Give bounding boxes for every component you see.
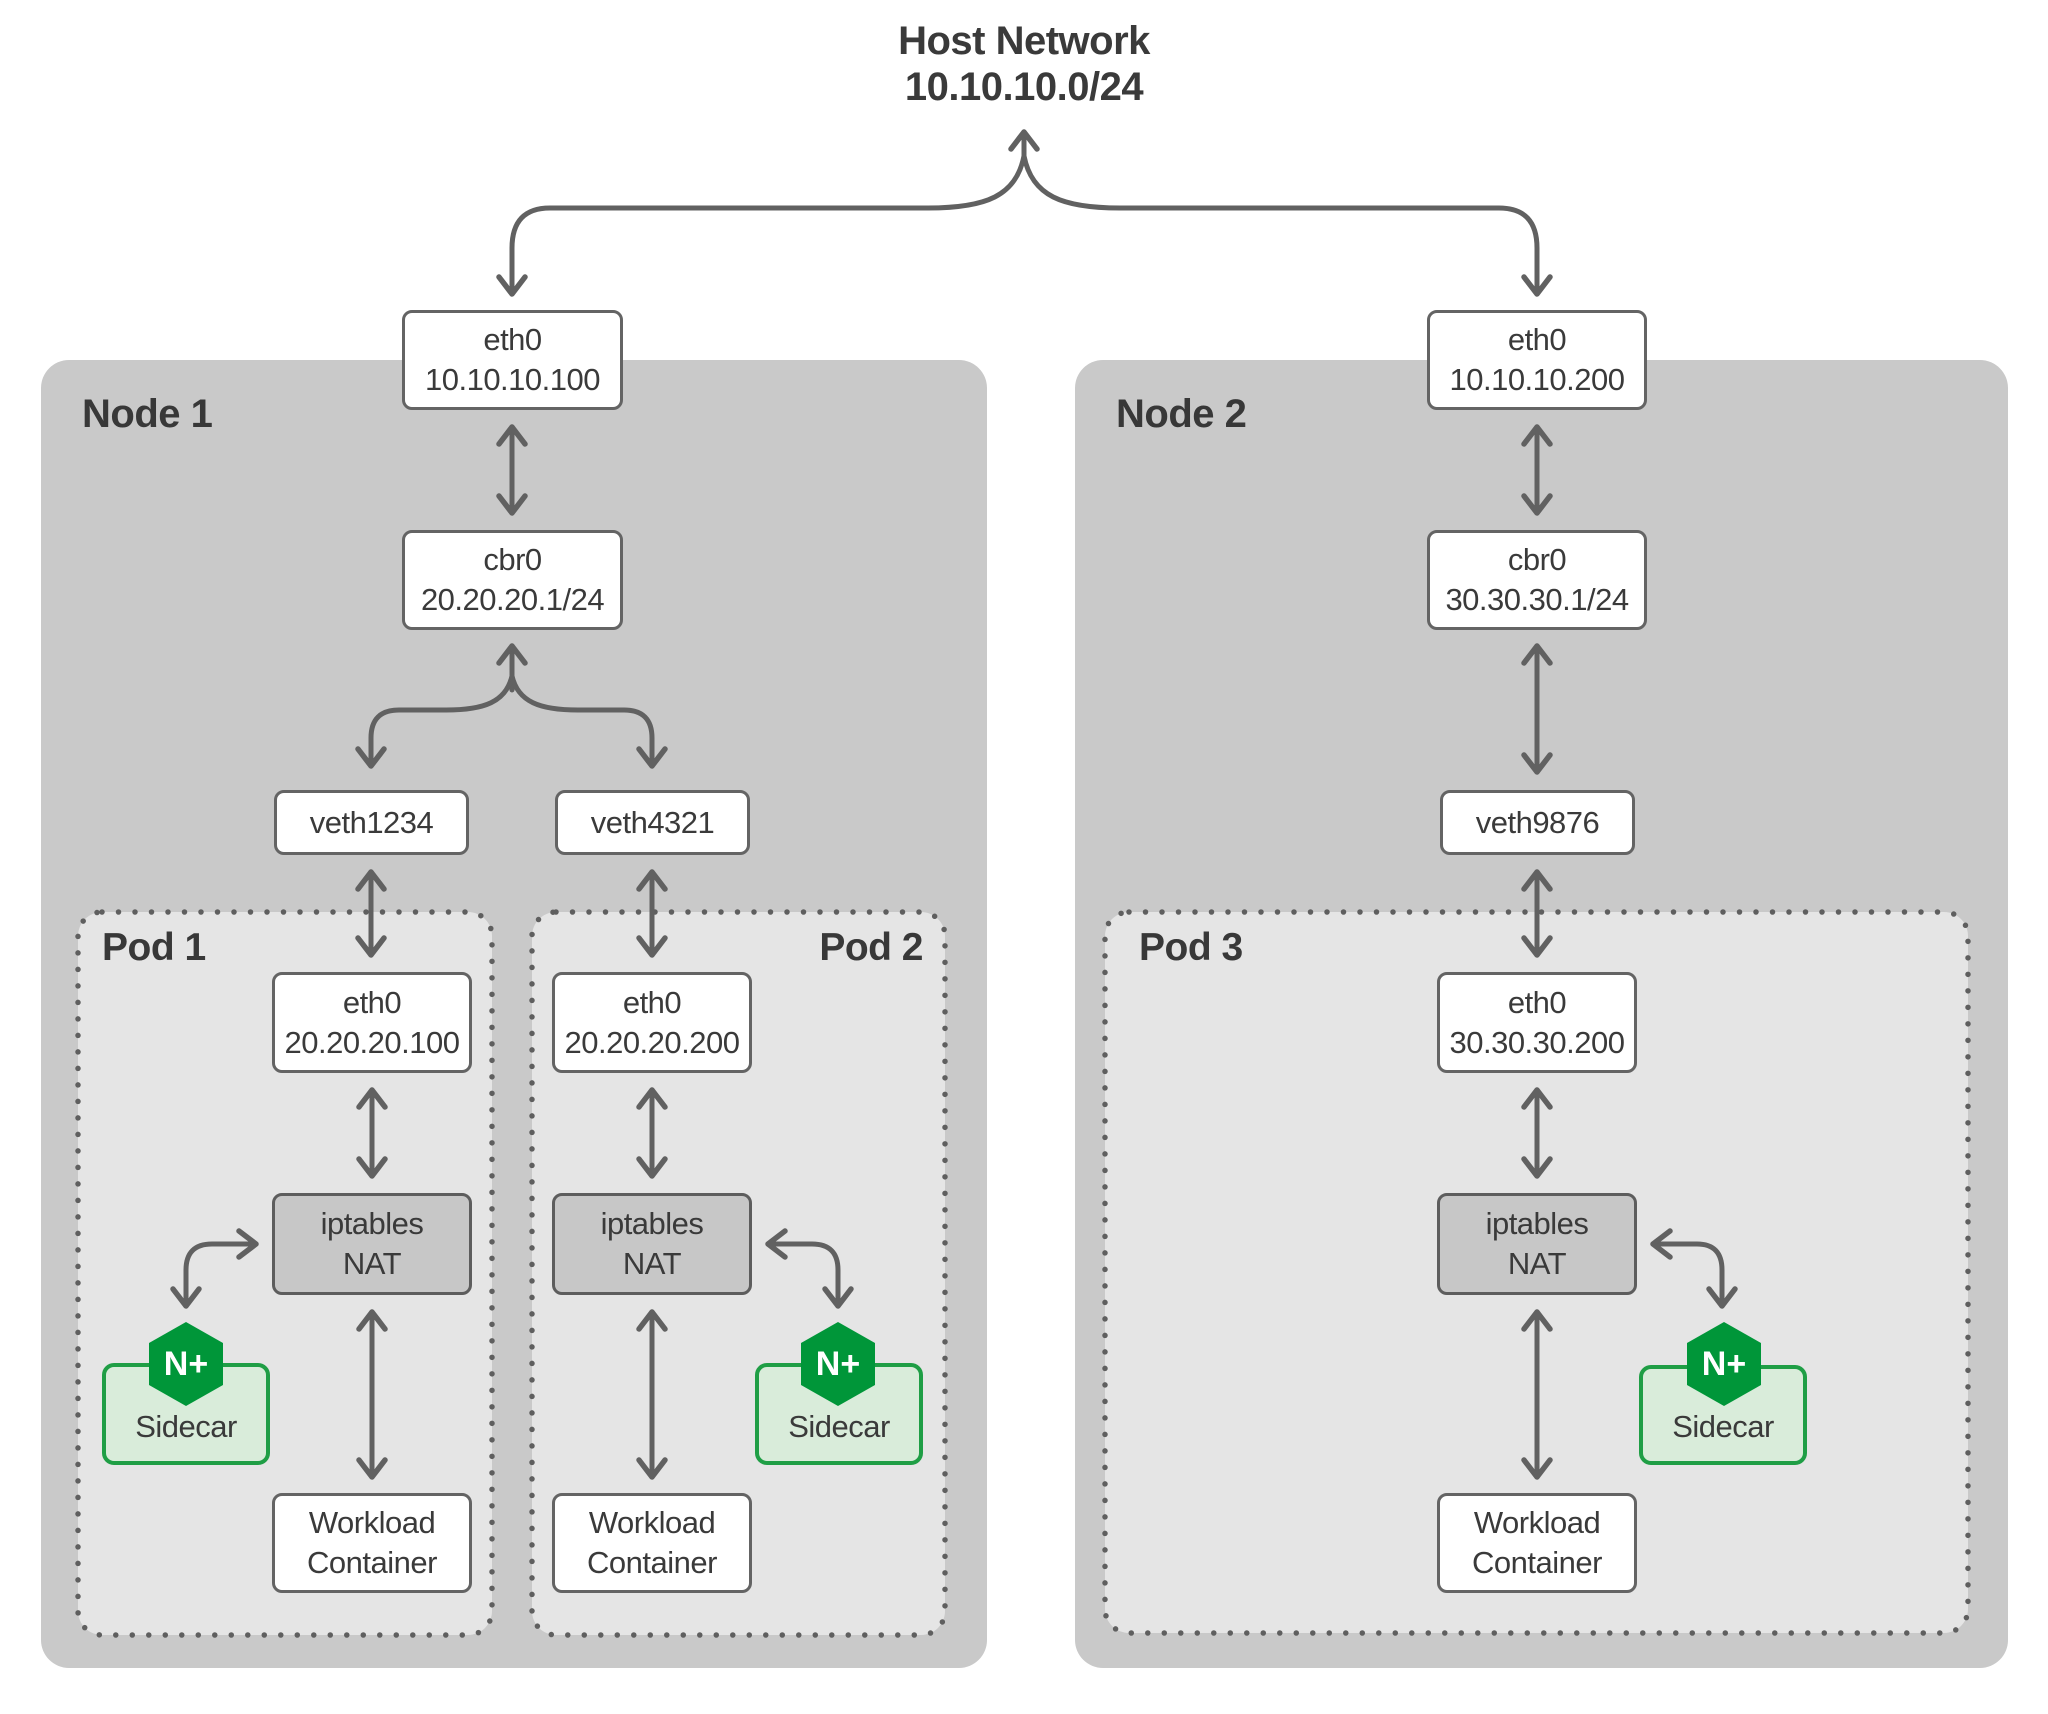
pod1-iptables-nat-box: iptables NAT [272, 1193, 472, 1295]
pod2-workload-line2: Container [587, 1545, 717, 1580]
pod3-label: Pod 3 [1139, 926, 1243, 969]
veth1234-box: veth1234 [274, 790, 469, 855]
host-network-title: Host Network 10.10.10.0/24 [0, 18, 2048, 110]
node1-eth0-name: eth0 [483, 322, 542, 357]
host-network-title-line1: Host Network [898, 19, 1150, 63]
node2-cbr0-box: cbr0 30.30.30.1/24 [1427, 530, 1647, 630]
pod3-sidecar-label: Sidecar [1672, 1409, 1774, 1444]
arrow-pod2-nat-sidecar [765, 1228, 854, 1309]
veth4321-box: veth4321 [555, 790, 750, 855]
pod1-workload-line2: Container [307, 1545, 437, 1580]
pod1-nat-line1: iptables [320, 1206, 424, 1241]
node2-cbr0-name: cbr0 [1507, 542, 1567, 577]
pod3-workload-container-box: Workload Container [1437, 1493, 1637, 1593]
pod3-workload-line1: Workload [1473, 1505, 1601, 1540]
pod3-iptables-nat-box: iptables NAT [1437, 1193, 1637, 1295]
pod1-label: Pod 1 [102, 926, 206, 969]
pod3-eth0-name: eth0 [1507, 984, 1567, 1020]
arrow-hostnetwork-node1 [496, 129, 1040, 297]
arrow-pod1-nat-sidecar [170, 1228, 259, 1309]
node1-cbr0-name: cbr0 [483, 542, 542, 577]
node2-eth0-box: eth0 10.10.10.200 [1427, 310, 1647, 410]
node2-eth0-address: 10.10.10.200 [1449, 362, 1625, 397]
veth9876-box: veth9876 [1440, 790, 1635, 855]
veth1234-name: veth1234 [309, 804, 434, 840]
pod2-sidecar-label: Sidecar [788, 1409, 890, 1444]
pod1-nginx-plus-text: N+ [163, 1344, 209, 1383]
arrow-cbr0-veth1234 [355, 673, 515, 769]
pod2-nat-line1: iptables [600, 1206, 704, 1241]
pod1-workload-container-box: Workload Container [272, 1493, 472, 1593]
arrow-group [170, 129, 1738, 1480]
pod1-eth0-box: eth0 20.20.20.100 [272, 972, 472, 1073]
node1-eth0-box: eth0 10.10.10.100 [402, 310, 623, 410]
node1-label: Node 1 [82, 392, 213, 436]
pod2-label: Pod 2 [819, 926, 923, 969]
pod3-eth0-box: eth0 30.30.30.200 [1437, 972, 1637, 1073]
pod3-nginx-plus-icon: N+ [1687, 1322, 1761, 1406]
pod3-nat-line2: NAT [1507, 1246, 1567, 1281]
node2-cbr0-address: 30.30.30.1/24 [1445, 582, 1629, 617]
pod1-sidecar-label: Sidecar [135, 1409, 237, 1444]
node2-eth0-name: eth0 [1507, 322, 1567, 357]
pod2-workload-container-box: Workload Container [552, 1493, 752, 1593]
pod2-eth0-box: eth0 20.20.20.200 [552, 972, 752, 1073]
pod3-nginx-plus-text: N+ [1701, 1344, 1747, 1383]
veth9876-name: veth9876 [1475, 804, 1600, 840]
arrow-pod3-nat-sidecar [1650, 1228, 1738, 1309]
pod2-eth0-address: 20.20.20.200 [564, 1024, 740, 1060]
arrow-cbr0-veth4321 [509, 673, 668, 769]
pod2-nginx-plus-text: N+ [815, 1344, 861, 1383]
pod3-eth0-address: 30.30.30.200 [1449, 1024, 1625, 1060]
pod1-eth0-name: eth0 [342, 984, 402, 1020]
pod2-nat-line2: NAT [622, 1246, 682, 1281]
veth4321-name: veth4321 [590, 804, 715, 840]
pod2-eth0-name: eth0 [622, 984, 682, 1020]
pod1-workload-line1: Workload [308, 1505, 436, 1540]
node1-eth0-address: 10.10.10.100 [424, 362, 601, 397]
pod3-nat-line1: iptables [1485, 1206, 1589, 1241]
pod3-workload-line2: Container [1472, 1545, 1602, 1580]
pod1-eth0-address: 20.20.20.100 [284, 1024, 460, 1060]
arrow-hostnetwork-node2 [1021, 153, 1553, 297]
pod2-sidecar-box: Sidecar [755, 1363, 923, 1465]
node1-cbr0-address: 20.20.20.1/24 [420, 582, 605, 617]
node2-label: Node 2 [1116, 392, 1247, 436]
node1-cbr0-box: cbr0 20.20.20.1/24 [402, 530, 623, 630]
host-network-title-line2: 10.10.10.0/24 [904, 65, 1144, 109]
pod2-workload-line1: Workload [588, 1505, 716, 1540]
pod2-iptables-nat-box: iptables NAT [552, 1193, 752, 1295]
pod1-nat-line2: NAT [342, 1246, 402, 1281]
